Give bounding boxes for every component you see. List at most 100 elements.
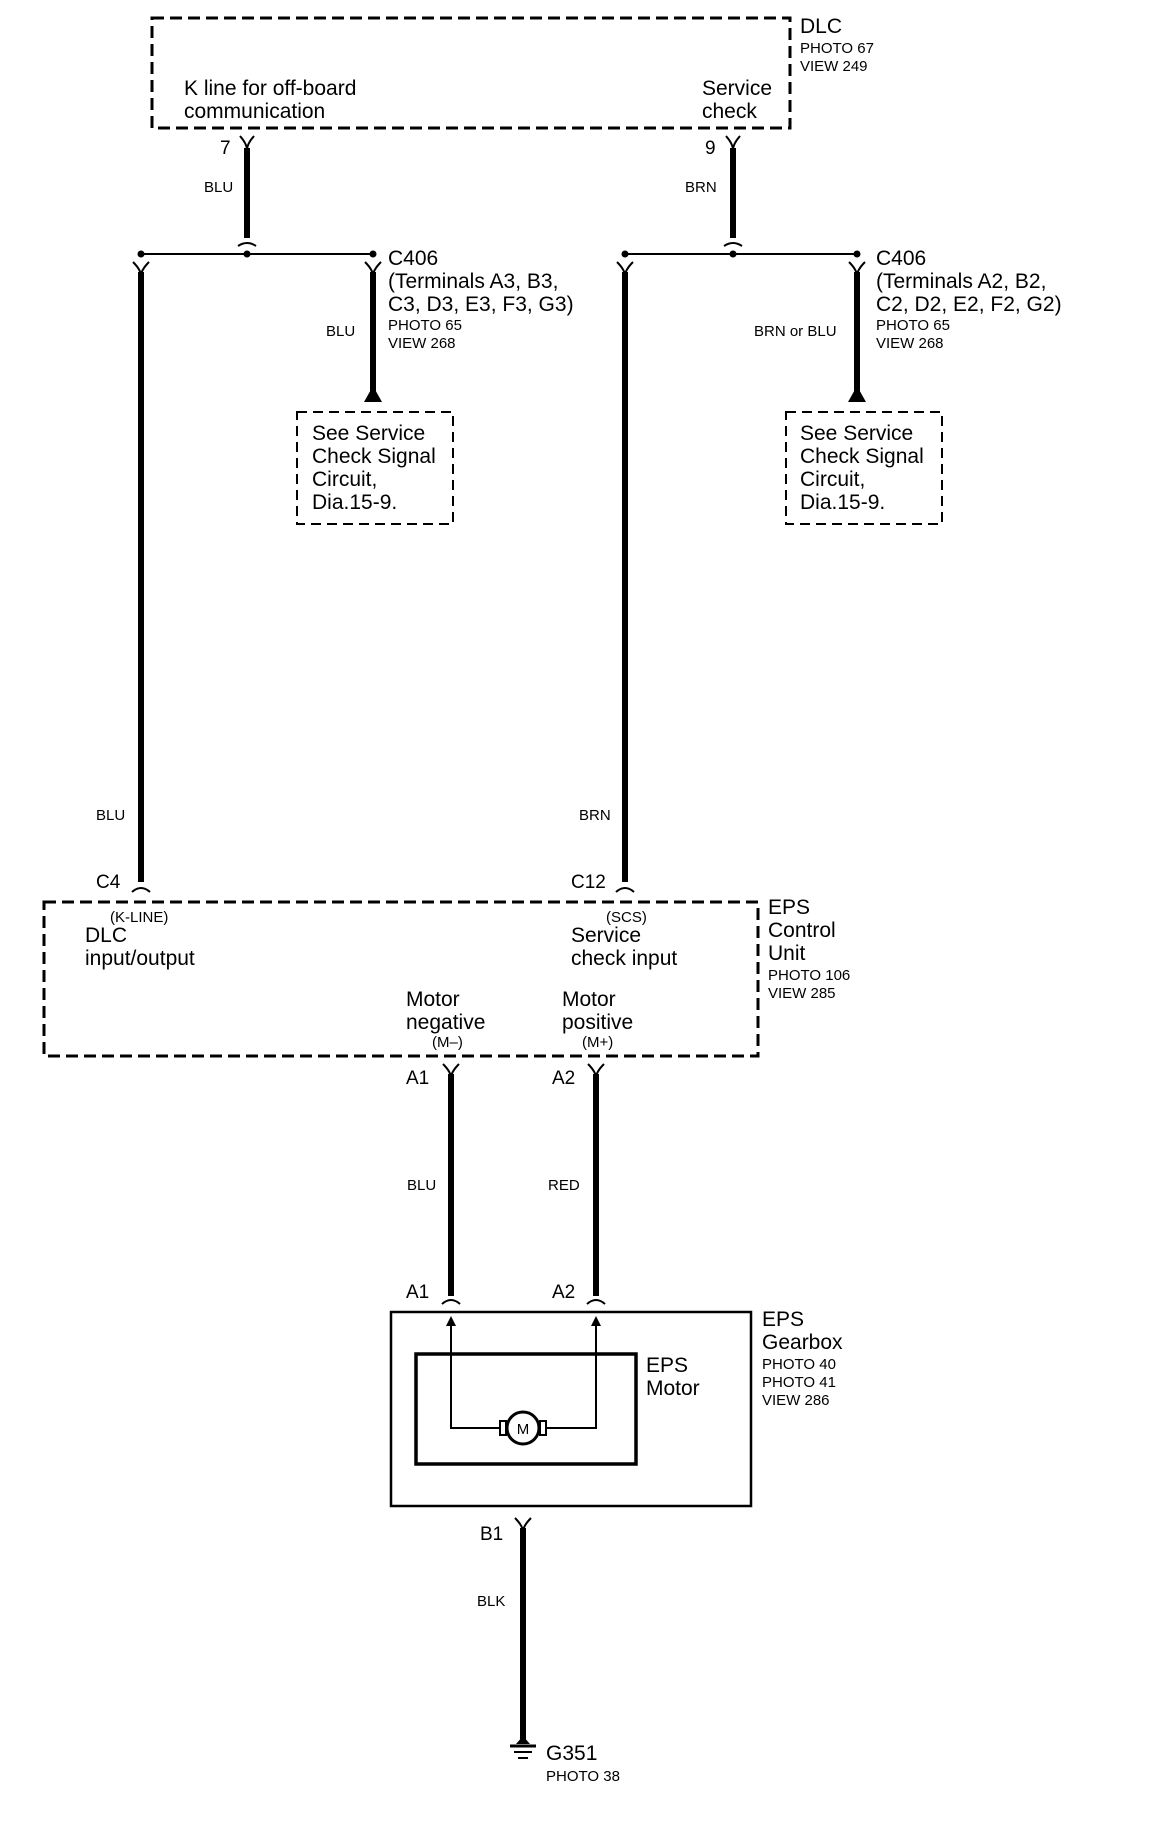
splice-right-top: [723, 242, 743, 247]
motor-positive-tag: (M+): [582, 1034, 613, 1051]
dlc-pin-7: 7: [220, 138, 231, 159]
c406-right-ref-2: Check Signal: [800, 445, 924, 468]
motor-negative-label-2: negative: [406, 1011, 485, 1034]
c406-left-terminals: (Terminals A3, B3,: [388, 270, 558, 293]
c406-left-arrow-icon: [364, 386, 382, 402]
dlc-kline-label: K line for off-board: [184, 77, 356, 100]
wire-color-motor-positive: RED: [548, 1177, 580, 1194]
c12-terminal: [615, 887, 635, 893]
eps-gearbox: A1 A2 EPS Motor M EPS Gearbox PHOTO 40 P…: [389, 1282, 843, 1508]
c406-right-arrow-icon: [848, 386, 866, 402]
eps-gearbox-name: EPS: [762, 1308, 804, 1331]
eps-control-unit-box: [42, 900, 760, 1058]
motor-icon: [505, 1410, 541, 1446]
wire-color-long-right: BRN: [579, 807, 611, 824]
arrow-up-icon: [591, 1316, 601, 1326]
wire-motor-positive: RED: [548, 1063, 606, 1305]
splice-dot: [137, 250, 145, 258]
gearbox-a1-terminal: [441, 1299, 461, 1305]
arrow-up-icon: [446, 1316, 456, 1326]
wire-color-c406-right: BRN or BLU: [754, 323, 837, 340]
motor-positive-label-2: positive: [562, 1011, 633, 1034]
c406-right-ref-3: Circuit,: [800, 468, 865, 491]
wire-long-left: BLU: [96, 261, 151, 893]
eps-control-unit-name-2: Control: [768, 919, 836, 942]
splice-dot: [621, 250, 629, 258]
dlc-name: DLC: [800, 15, 842, 38]
c406-right-ref-4: Dia.15-9.: [800, 491, 885, 514]
eps-control-unit-name-3: Unit: [768, 942, 806, 965]
c406-right-view: VIEW 268: [876, 335, 944, 352]
motor-positive-label: Motor: [562, 988, 616, 1011]
wire-long-right: BRN: [579, 261, 635, 893]
dlc-kline-label-2: communication: [184, 100, 325, 123]
eps-gearbox-name-2: Gearbox: [762, 1331, 843, 1354]
eps-gearbox-photo-2: PHOTO 41: [762, 1374, 836, 1391]
wire-color-motor-negative: BLU: [407, 1177, 436, 1194]
motor-negative-label: Motor: [406, 988, 460, 1011]
motor-brush-right: [539, 1420, 547, 1436]
eps-gearbox-view: VIEW 286: [762, 1392, 830, 1409]
gearbox-pin-b1: B1: [480, 1524, 503, 1545]
pin-c12: C12: [571, 872, 606, 893]
c406-right-name: C406: [876, 247, 926, 270]
splice-dot: [243, 250, 251, 258]
eps-motor-label-2: Motor: [646, 1377, 700, 1400]
motor-brush-left: [499, 1420, 507, 1436]
c4-terminal: [131, 887, 151, 893]
splice-dot: [853, 250, 861, 258]
eps-motor-label: EPS: [646, 1354, 688, 1377]
c406-right-photo: PHOTO 65: [876, 317, 950, 334]
motor-symbol: M: [517, 1421, 530, 1438]
wire-dlc-service: BRN: [685, 135, 743, 247]
c406-right-terminals-2: C2, D2, E2, F2, G2): [876, 293, 1062, 316]
scs-tag: (SCS): [606, 909, 647, 926]
ecu-pin-a1: A1: [406, 1068, 429, 1089]
dlc-connector: DLC PHOTO 67 VIEW 249 K line for off-boa…: [150, 15, 874, 159]
eps-control-unit-photo: PHOTO 106: [768, 967, 850, 984]
wire-color-c406-left: BLU: [326, 323, 355, 340]
ecu-pin-a2: A2: [552, 1068, 575, 1089]
pin-c4: C4: [96, 872, 121, 893]
c406-left-terminals-2: C3, D3, E3, F3, G3): [388, 293, 574, 316]
dlc-photo: PHOTO 67: [800, 40, 874, 57]
ground-photo: PHOTO 38: [546, 1768, 620, 1785]
dlc-view: VIEW 249: [800, 58, 868, 75]
splice-left-top: [237, 242, 257, 247]
splice-dot: [369, 250, 377, 258]
gearbox-a2-terminal: [586, 1299, 606, 1305]
dlc-pin-9: 9: [705, 138, 716, 159]
gearbox-pin-a2: A2: [552, 1282, 575, 1303]
eps-gearbox-box: [389, 1310, 753, 1508]
motor-wire-negative: [450, 1318, 503, 1429]
wire-dlc-kline: BLU: [204, 135, 257, 247]
gearbox-pin-a1: A1: [406, 1282, 429, 1303]
kline-tag: (K-LINE): [110, 909, 168, 926]
ground-name: G351: [546, 1742, 597, 1765]
c406-left-photo: PHOTO 65: [388, 317, 462, 334]
eps-control-unit: C4 C12 (K-LINE) DLC input/output (SCS) S…: [42, 872, 850, 1089]
eps-control-unit-name: EPS: [768, 896, 810, 919]
c406-left-ref: See Service: [312, 422, 425, 445]
c406-left-ref-2: Check Signal: [312, 445, 436, 468]
c406-left-name: C406: [388, 247, 438, 270]
ground-circuit: B1 BLK G351 PHOTO 38: [477, 1517, 620, 1785]
wire-color-long-left: BLU: [96, 807, 125, 824]
c406-left-ref-4: Dia.15-9.: [312, 491, 397, 514]
service-input-label: Service: [571, 924, 641, 947]
c406-right-reference-box: [785, 411, 943, 525]
eps-control-unit-view: VIEW 285: [768, 985, 836, 1002]
service-input-label-2: check input: [571, 947, 677, 970]
c406-left: BLU C406 (Terminals A3, B3, C3, D3, E3, …: [296, 247, 574, 525]
c406-right-terminals: (Terminals A2, B2,: [876, 270, 1046, 293]
dlc-box: [150, 16, 792, 130]
c406-left-ref-3: Circuit,: [312, 468, 377, 491]
dlc-io-label: DLC: [85, 924, 127, 947]
c406-right: BRN or BLU C406 (Terminals A2, B2, C2, D…: [754, 247, 1062, 525]
wire-motor-negative: BLU: [407, 1063, 461, 1305]
motor-wire-positive: [543, 1318, 597, 1429]
dlc-io-label-2: input/output: [85, 947, 195, 970]
wire-color-dlc-kline: BLU: [204, 179, 233, 196]
c406-right-ref: See Service: [800, 422, 913, 445]
